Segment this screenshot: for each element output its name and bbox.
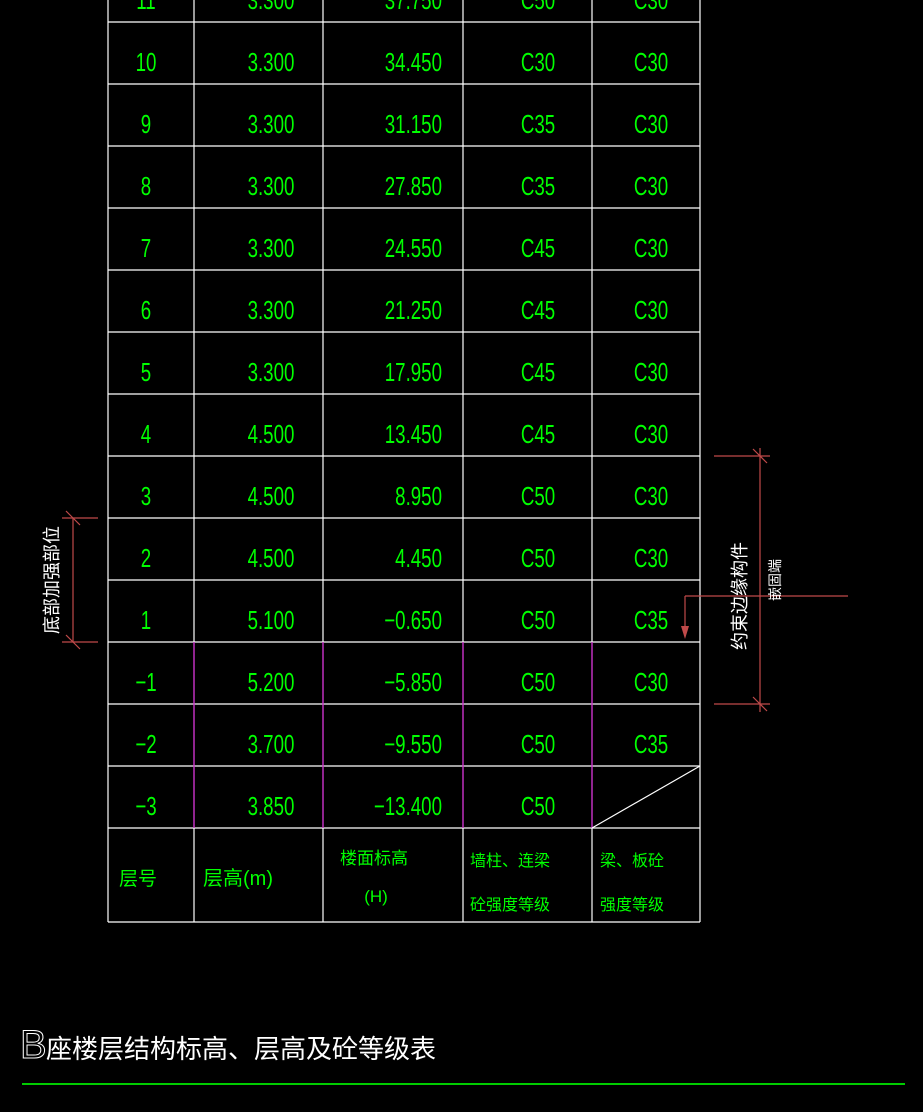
cell-wall-grade: C45 — [521, 357, 555, 387]
header-beam-grade-line1: 梁、板砼 — [600, 852, 664, 870]
cell-beam-grade: C35 — [634, 605, 668, 635]
cell-floor-height: 3.300 — [248, 47, 295, 77]
cell-floor: 2 — [141, 543, 151, 573]
cell-floor-height: 4.500 — [248, 481, 295, 511]
cell-elevation: 24.550 — [385, 233, 442, 263]
header-elevation-line1: 楼面标高 — [340, 849, 408, 868]
cell-floor-height: 3.300 — [248, 295, 295, 325]
cell-floor: 7 — [141, 233, 151, 263]
cell-beam-grade: C30 — [634, 171, 668, 201]
cell-elevation: 21.250 — [385, 295, 442, 325]
header-beam-grade-line2: 强度等级 — [600, 896, 664, 914]
cell-floor: 4 — [141, 419, 151, 449]
cell-elevation: 4.450 — [395, 543, 442, 573]
cell-wall-grade: C45 — [521, 233, 555, 263]
cell-elevation: −13.400 — [374, 791, 442, 821]
cell-beam-grade: C30 — [634, 357, 668, 387]
cell-floor-height: 3.300 — [248, 233, 295, 263]
cell-floor-height: 5.100 — [248, 605, 295, 635]
cell-floor: 5 — [141, 357, 151, 387]
cell-floor: 3 — [141, 481, 151, 511]
caption-text: 座楼层结构标高、层高及砼等级表 — [46, 1034, 436, 1064]
cell-floor-height: 3.300 — [248, 109, 295, 139]
cell-elevation: −5.850 — [384, 667, 442, 697]
cell-beam-grade: C30 — [634, 419, 668, 449]
table-cells: 113.30037.750C50C30103.30034.450C30C3093… — [135, 0, 668, 821]
cell-wall-grade: C50 — [521, 605, 555, 635]
header-wall-grade-line1: 墙柱、连梁 — [470, 852, 550, 870]
left-dimension-bracket: 底部加强部位 — [42, 510, 98, 650]
cell-floor-height: 3.300 — [248, 171, 295, 201]
cell-elevation: 31.150 — [385, 109, 442, 139]
arrow-down-icon — [681, 626, 689, 639]
cell-wall-grade: C50 — [521, 0, 555, 15]
cell-beam-grade: C30 — [634, 109, 668, 139]
embedment-label: 嵌固端 — [767, 559, 783, 601]
cell-elevation: 13.450 — [385, 419, 442, 449]
cell-floor-height: 5.200 — [248, 667, 295, 697]
cell-floor: 11 — [136, 0, 155, 15]
cell-wall-grade: C45 — [521, 295, 555, 325]
cell-wall-grade: C35 — [521, 109, 555, 139]
cell-floor-height: 3.700 — [248, 729, 295, 759]
cell-floor: 9 — [141, 109, 151, 139]
table-header: 层号 层高(m) 楼面标高 (H) 墙柱、连梁 砼强度等级 梁、板砼 强度等级 — [119, 849, 664, 914]
cell-elevation: −9.550 — [384, 729, 442, 759]
cell-beam-grade: C30 — [634, 47, 668, 77]
cell-elevation: −0.650 — [384, 605, 442, 635]
cell-wall-grade: C50 — [521, 667, 555, 697]
cell-elevation: 17.950 — [385, 357, 442, 387]
cell-beam-grade: C30 — [634, 667, 668, 697]
cell-elevation: 27.850 — [385, 171, 442, 201]
cell-wall-grade: C35 — [521, 171, 555, 201]
cell-floor-height: 3.300 — [248, 357, 295, 387]
cell-floor: −3 — [135, 791, 156, 821]
cell-floor-height: 4.500 — [248, 543, 295, 573]
cell-floor-height: 4.500 — [248, 419, 295, 449]
cell-wall-grade: C45 — [521, 419, 555, 449]
cell-elevation: 34.450 — [385, 47, 442, 77]
cell-wall-grade: C30 — [521, 47, 555, 77]
cell-beam-grade: C30 — [634, 0, 668, 15]
cell-beam-grade: C30 — [634, 295, 668, 325]
table-grid — [107, 0, 701, 923]
empty-cell-diagonal — [591, 765, 701, 829]
left-bracket-label: 底部加强部位 — [42, 526, 62, 634]
cell-wall-grade: C50 — [521, 481, 555, 511]
cell-beam-grade: C35 — [634, 729, 668, 759]
embedment-leader: 嵌固端 — [681, 559, 848, 639]
cell-floor: 1 — [141, 605, 151, 635]
cell-floor: 6 — [141, 295, 151, 325]
cell-floor: 10 — [136, 47, 157, 77]
caption-prefix: B — [20, 1023, 47, 1067]
cell-floor: −1 — [135, 667, 156, 697]
cell-wall-grade: C50 — [521, 543, 555, 573]
cell-floor-height: 3.300 — [248, 0, 295, 15]
cell-elevation: 37.750 — [385, 0, 442, 15]
header-elevation-line2: (H) — [364, 887, 388, 906]
cell-beam-grade: C30 — [634, 543, 668, 573]
header-floor: 层号 — [119, 869, 157, 890]
cell-floor: −2 — [135, 729, 156, 759]
cell-wall-grade: C50 — [521, 791, 555, 821]
header-height: 层高(m) — [203, 867, 273, 890]
cell-floor: 8 — [141, 171, 151, 201]
table-caption: B 座楼层结构标高、层高及砼等级表 — [20, 1023, 905, 1085]
cell-wall-grade: C50 — [521, 729, 555, 759]
cell-beam-grade: C30 — [634, 233, 668, 263]
cell-floor-height: 3.850 — [248, 791, 295, 821]
cell-beam-grade: C30 — [634, 481, 668, 511]
right-dimension-bracket: 约束边缘构件 — [714, 448, 770, 712]
header-wall-grade-line2: 砼强度等级 — [470, 896, 550, 914]
cell-elevation: 8.950 — [395, 481, 442, 511]
